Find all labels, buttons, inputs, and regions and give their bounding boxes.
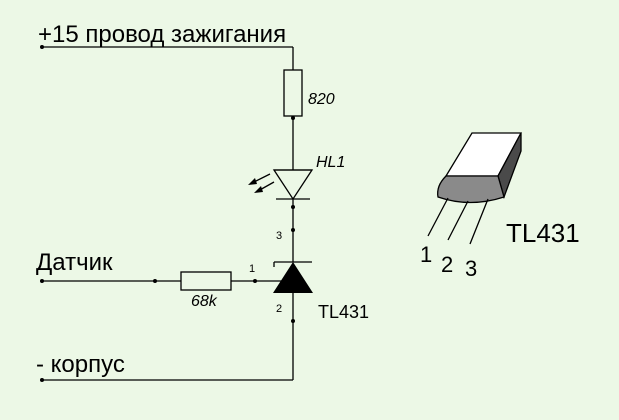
- ic-name-label: TL431: [318, 302, 369, 322]
- resistor-r2-value: 68k: [191, 293, 218, 310]
- package-pin1-label: 1: [420, 242, 432, 267]
- sensor-line: [40, 279, 181, 283]
- ic-pin3-label: 3: [276, 230, 282, 242]
- light-emission-arrows-icon: [248, 173, 275, 193]
- ic-pin2-label: 2: [276, 303, 282, 315]
- node-ic-pin2: [291, 319, 295, 323]
- resistor-r2: [180, 271, 232, 291]
- sensor-label: Датчик: [36, 249, 113, 276]
- node-led-bottom: [291, 205, 295, 209]
- package-pin3-label: 3: [465, 256, 477, 281]
- package-name-label: TL431: [506, 218, 580, 248]
- tl431-symbol: [273, 261, 313, 293]
- package-pin2-label: 2: [441, 252, 453, 277]
- supply-line: [40, 45, 293, 49]
- resistor-r1: [283, 69, 303, 117]
- tl431-package-icon: [427, 132, 523, 245]
- node-r1-bottom: [291, 116, 295, 120]
- node-ic-pin3: [291, 228, 295, 232]
- node-ic-pin1: [253, 279, 257, 283]
- ground-line: [40, 378, 293, 382]
- ic-pin1-label: 1: [249, 263, 255, 275]
- led-hl1: [272, 169, 314, 201]
- ground-label: - корпус: [36, 351, 125, 378]
- led-ref-label: HL1: [316, 154, 345, 171]
- supply-label: +15 провод зажигания: [38, 21, 286, 48]
- resistor-r1-value: 820: [308, 91, 335, 108]
